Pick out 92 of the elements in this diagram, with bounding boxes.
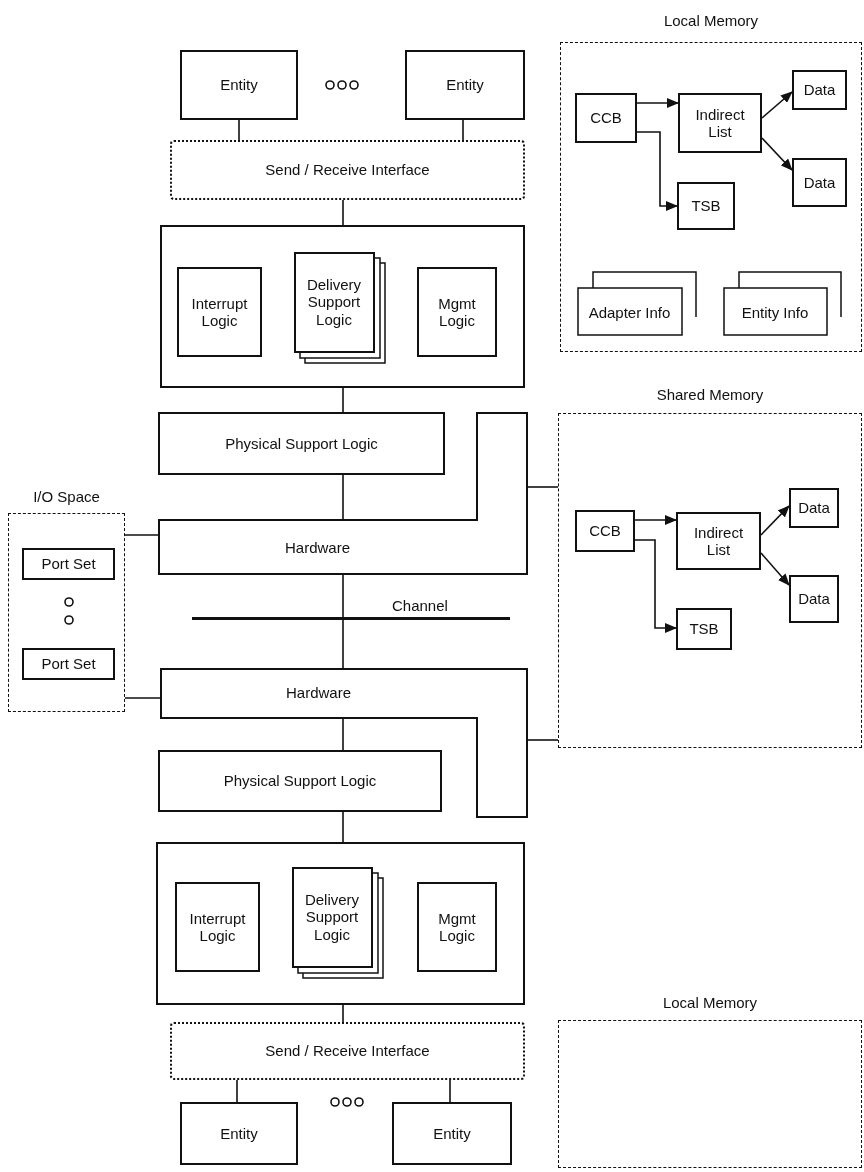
connector-line	[527, 486, 559, 488]
connector-line	[342, 811, 344, 843]
block-box	[156, 842, 525, 1005]
arrow	[634, 539, 677, 633]
node-label: CCB	[589, 522, 621, 540]
block-box	[792, 158, 847, 207]
node-label: Hardware	[286, 684, 351, 702]
connector-line	[342, 1004, 344, 1023]
connector-line	[527, 739, 559, 741]
node-label: Adapter Info	[588, 303, 671, 322]
arrow	[760, 505, 790, 536]
node-label: Delivery Support Logic	[303, 891, 361, 943]
connector-line	[462, 119, 464, 141]
block-box	[792, 70, 847, 110]
arrow	[761, 91, 793, 119]
connector-line	[342, 387, 344, 413]
block-box	[392, 1102, 512, 1165]
stacked-block	[292, 867, 384, 979]
node-label: Indirect List	[694, 105, 746, 141]
arrow	[760, 552, 790, 586]
hardware-block	[158, 412, 528, 575]
node-label: Send / Receive Interface	[265, 1042, 430, 1060]
stacked-block	[294, 252, 386, 364]
node-label: Entity Info	[741, 303, 809, 322]
connector-line	[124, 534, 159, 536]
region-title: Local Memory	[662, 12, 760, 30]
node-label: Mgmt Logic	[437, 294, 477, 330]
node-label: CCB	[590, 109, 622, 127]
connector-line	[342, 619, 344, 669]
node-label: TSB	[689, 620, 719, 638]
block-box	[405, 50, 525, 120]
hardware-block	[160, 668, 528, 818]
block-box	[22, 548, 115, 580]
node-label: Data	[803, 81, 836, 99]
node-label: Entity	[220, 1124, 258, 1143]
stacked-record	[723, 271, 842, 337]
node-label: Entity	[220, 76, 258, 94]
block-box	[789, 575, 839, 623]
block-box	[177, 267, 262, 357]
connector-line	[124, 697, 161, 699]
node-label: Port Set	[41, 655, 96, 673]
interface-box	[170, 140, 525, 200]
node-label: Indirect List	[692, 523, 745, 559]
node-label: Mgmt Logic	[437, 909, 477, 945]
node-label: Physical Support Logic	[223, 772, 377, 790]
node-label: Interrupt Logic	[190, 294, 249, 330]
block-box	[676, 608, 732, 650]
region-title: Local Memory	[661, 994, 759, 1012]
node-label: Data	[798, 499, 830, 517]
interface-box	[170, 1022, 525, 1080]
block-box	[175, 882, 260, 972]
connector-line	[342, 199, 344, 226]
block-box	[677, 182, 735, 230]
node-label: Data	[803, 173, 836, 192]
node-label: Data	[798, 590, 830, 608]
block-box	[417, 267, 497, 357]
block-box	[417, 882, 497, 972]
block-box	[158, 412, 445, 475]
node-label: Port Set	[41, 555, 96, 573]
region-title: Shared Memory	[655, 386, 765, 404]
arrow	[761, 137, 793, 171]
connector-line	[238, 119, 240, 141]
block-box	[160, 225, 525, 388]
bus-label: Channel	[392, 597, 448, 614]
connector-line	[342, 474, 344, 521]
arrow	[634, 515, 677, 525]
block-box	[676, 512, 761, 570]
node-label: Physical Support Logic	[225, 434, 378, 453]
stacked-record	[577, 271, 697, 337]
block-box	[180, 1102, 298, 1165]
region-title: I/O Space	[32, 488, 101, 506]
node-label: Send / Receive Interface	[265, 161, 430, 179]
connector-line	[342, 574, 344, 618]
connector-line	[236, 1079, 238, 1103]
connector-line	[342, 717, 344, 751]
block-box	[575, 93, 637, 143]
node-label: TSB	[691, 197, 721, 215]
arrow	[636, 131, 678, 211]
block-box	[22, 648, 115, 680]
block-box	[789, 488, 839, 528]
node-label: Delivery Support Logic	[305, 276, 363, 328]
node-label: Hardware	[285, 538, 350, 557]
channel-bus-line	[192, 617, 510, 620]
arrow	[636, 98, 679, 108]
block-box	[678, 93, 762, 153]
node-label: Interrupt Logic	[188, 909, 247, 945]
connector-line	[449, 1079, 451, 1103]
node-label: Entity	[446, 76, 484, 94]
node-label: Entity	[433, 1124, 471, 1143]
block-box	[158, 750, 442, 812]
block-box	[180, 50, 298, 120]
block-box	[575, 510, 635, 552]
